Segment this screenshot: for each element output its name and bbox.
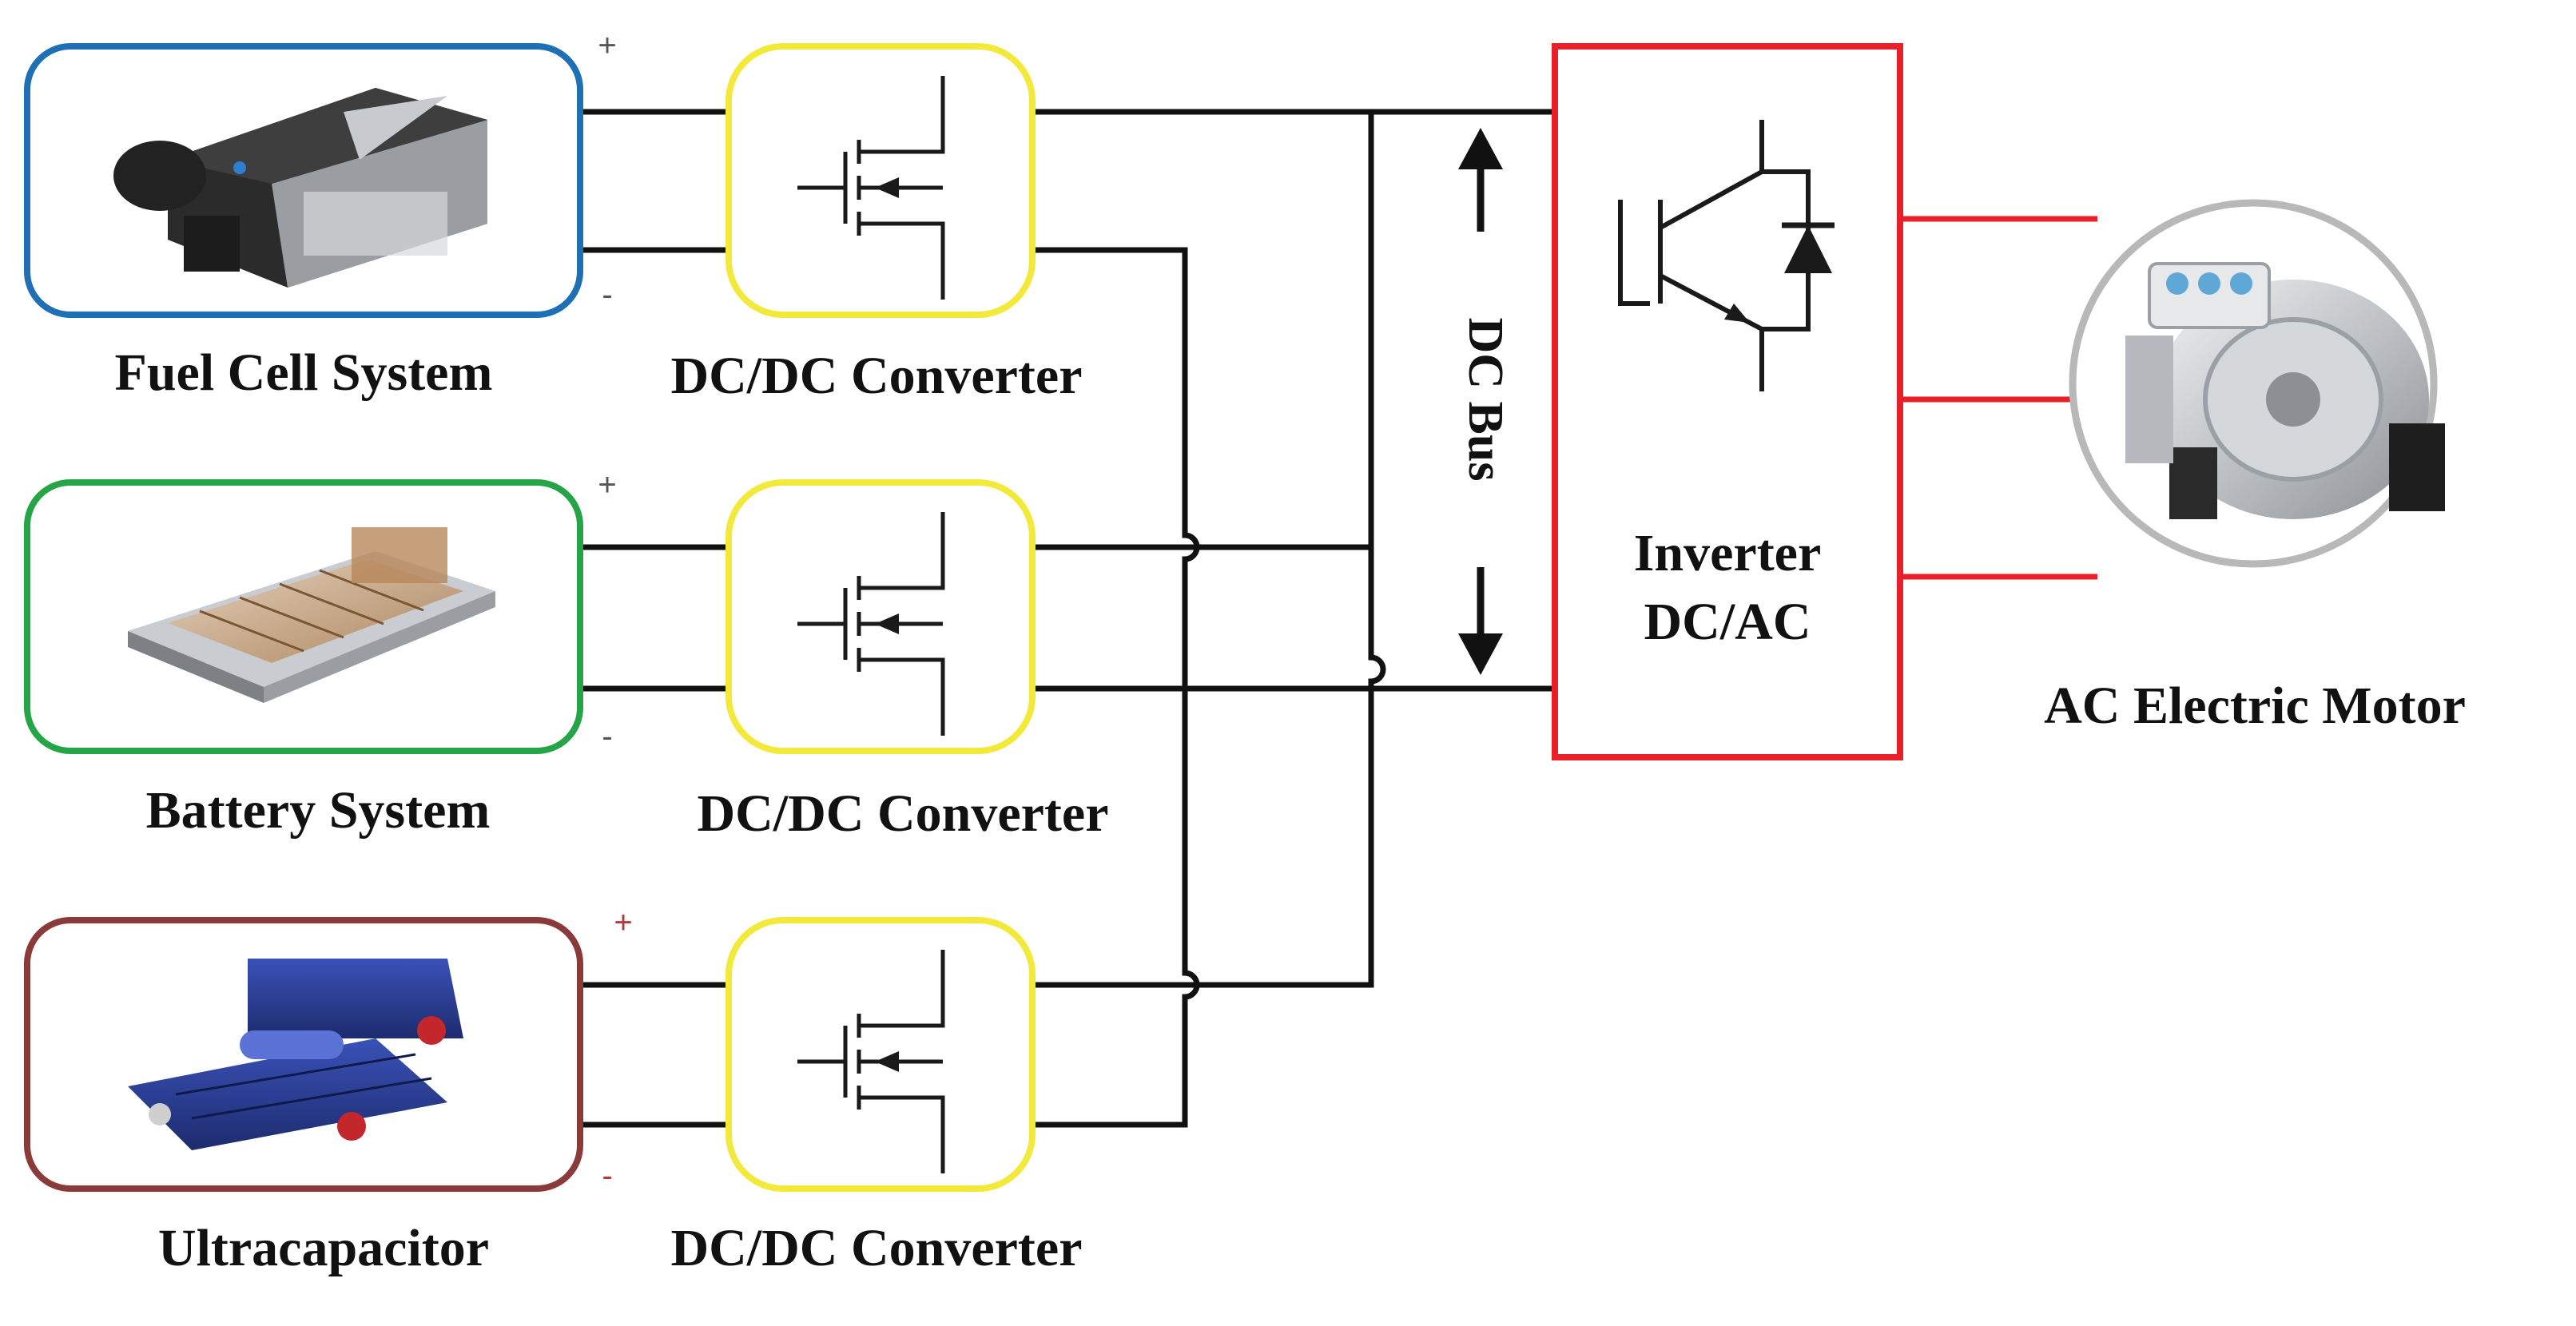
mosfet-1-symbol [797,76,945,300]
battery-label: Battery System [146,781,491,840]
converter-1-frame [725,43,1036,318]
dcdc-converter-3: DC/DC Converter [670,917,1083,1277]
ultracapacitor-label: Ultracapacitor [158,1219,489,1277]
fuel-cell-label: Fuel Cell System [115,343,493,402]
inverter-frame [1552,43,1903,760]
ultracapacitor-module-image [128,959,463,1150]
battery-system: Battery System + - [24,467,617,840]
mosfet-2-symbol [797,512,945,736]
battery-plus-terminal: + [598,467,616,502]
dcdc-converter-2: DC/DC Converter [697,479,1109,843]
ultracapacitor: Ultracapacitor + - [24,905,633,1277]
mosfet-3-symbol [797,950,945,1173]
converter-3-frame [725,917,1036,1192]
inverter: Inverter DC/AC [1552,43,1903,760]
fuel-cell-plus-terminal: + [598,28,616,63]
motor-image [2125,262,2445,519]
inverter-label-line2: DC/AC [1644,593,1811,651]
bus-arrow-down [1458,567,1503,675]
fuel-cell-minus-terminal: - [602,277,612,312]
ac-electric-motor: AC Electric Motor [2044,199,2466,735]
bus-arrow-up [1458,128,1503,232]
converter-2-label: DC/DC Converter [697,784,1108,843]
converter-3-label: DC/DC Converter [670,1219,1082,1277]
dc-bus-label: DC Bus [1458,317,1513,481]
inverter-label-line1: Inverter [1634,524,1822,582]
igbt-diode-symbol [1618,120,1835,391]
ultracapacitor-plus-terminal: + [614,905,632,940]
wiring [578,109,2097,1128]
fuel-cell-system: Fuel Cell System + - [24,28,617,402]
dcdc-converter-1: DC/DC Converter [670,43,1083,405]
dc-bus: DC Bus [1458,128,1513,675]
converter-1-label: DC/DC Converter [670,347,1082,405]
ultracapacitor-minus-terminal: - [602,1158,612,1193]
battery-minus-terminal: - [602,719,612,754]
battery-pack-image [128,527,495,703]
fuel-cell-stack-image [113,88,487,288]
motor-label: AC Electric Motor [2044,677,2466,735]
converter-2-frame [725,479,1036,754]
